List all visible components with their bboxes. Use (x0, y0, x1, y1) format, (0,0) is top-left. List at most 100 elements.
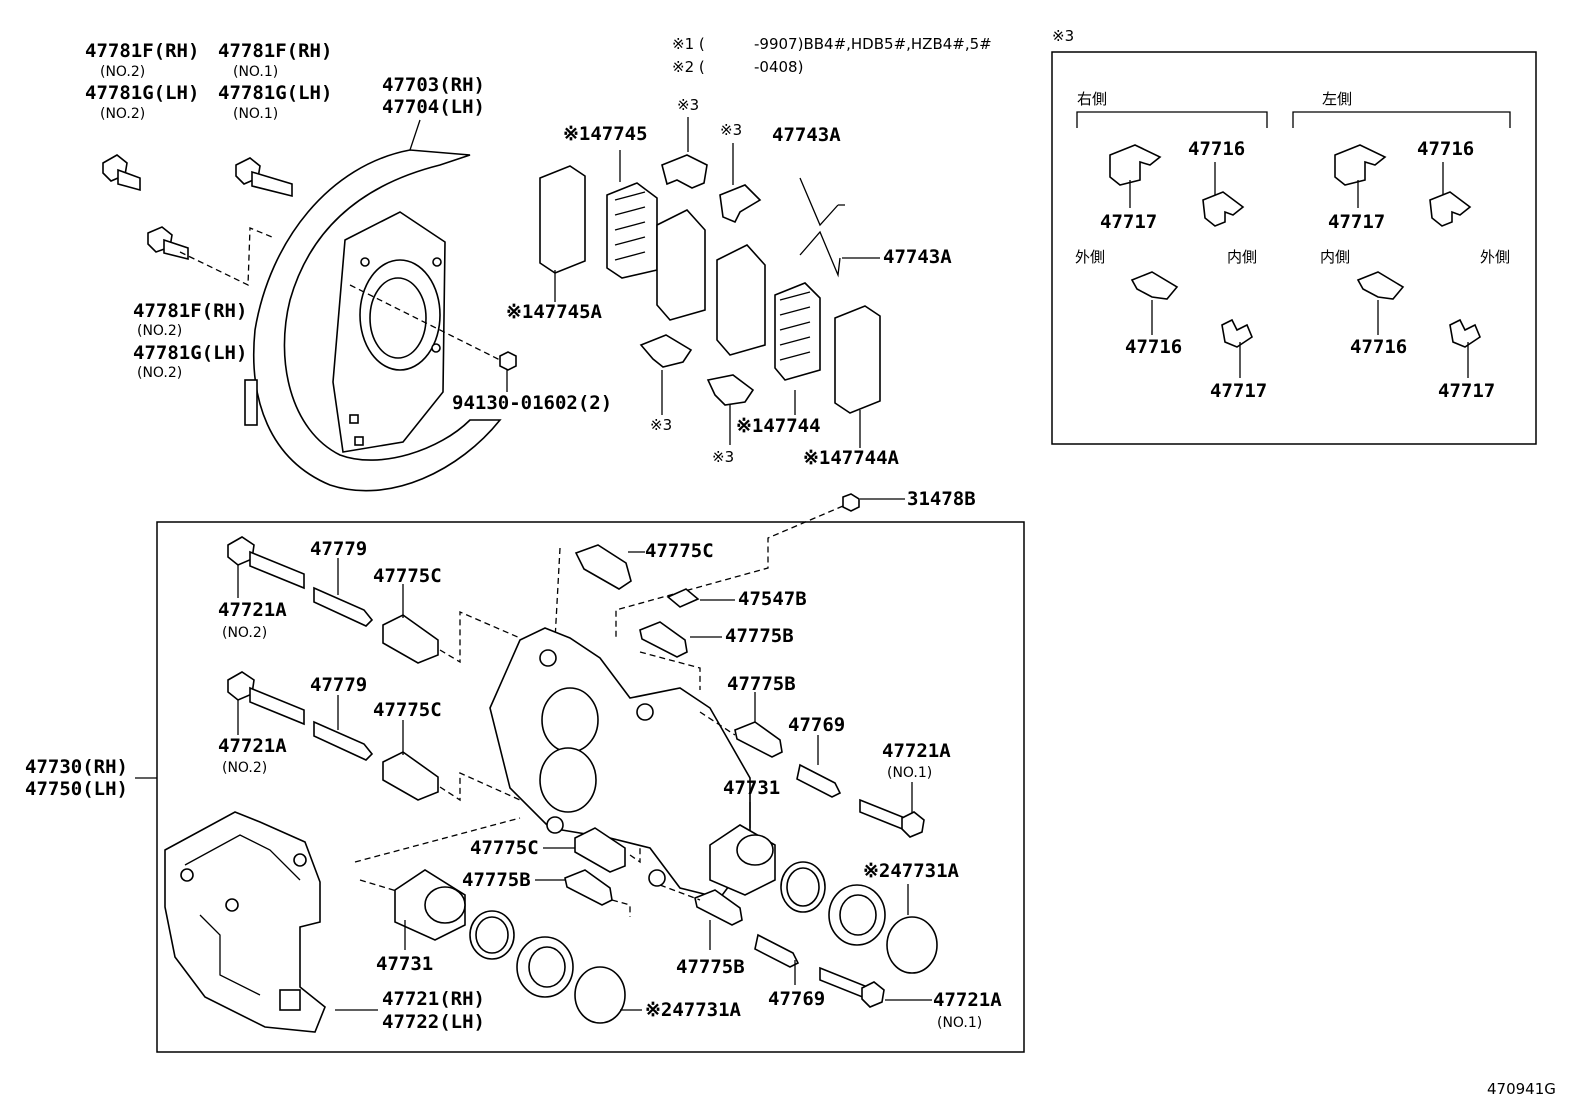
dust-boot-right[interactable] (828, 884, 886, 946)
label-94130-01602[interactable]: 94130-01602(2) (452, 392, 612, 414)
label-47744[interactable]: ※147744 (736, 415, 821, 437)
label-47779-a[interactable]: 47779 (310, 538, 367, 560)
brake-pad-47745[interactable] (606, 182, 658, 279)
clip-47717-lh-top[interactable] (1334, 144, 1387, 186)
label-47731-b[interactable]: 47731 (376, 953, 433, 975)
label-47781F-rh-no2[interactable]: 47781F(RH) (85, 40, 199, 62)
boot-47775C-c[interactable] (382, 751, 439, 801)
pad-clip-c[interactable] (639, 334, 693, 368)
label-47730-rh[interactable]: 47730(RH) (25, 756, 128, 778)
label-47775C-c[interactable]: 47775C (373, 699, 442, 721)
label-47731-a[interactable]: 47731 (723, 777, 780, 799)
inset-47717-b[interactable]: 47717 (1210, 380, 1267, 402)
anti-squeal-spring-upper[interactable] (799, 177, 845, 227)
bleeder-cap-31478B[interactable] (842, 493, 860, 512)
boot-47775B-a[interactable] (639, 621, 688, 658)
label-47703-rh[interactable]: 47703(RH) (382, 74, 485, 96)
label-47781G-lh-lower[interactable]: 47781G(LH) (133, 342, 247, 364)
brake-caliper-body[interactable] (489, 627, 751, 899)
piston-cover-left[interactable] (574, 966, 626, 1024)
disc-brake-dust-cover[interactable] (244, 149, 502, 492)
dust-boot-left[interactable] (516, 936, 574, 998)
boot-47775B-b[interactable] (734, 721, 783, 758)
label-47775B-b[interactable]: 47775B (727, 673, 796, 695)
label-47743A-lower[interactable]: 47743A (883, 246, 952, 268)
slide-pin-47779-upper[interactable] (313, 586, 374, 627)
boot-47775C-b[interactable] (574, 544, 632, 590)
caliper-torque-plate[interactable] (164, 811, 326, 1033)
label-47722-lh[interactable]: 47722(LH) (382, 1011, 485, 1033)
bleeder-plug-47547B[interactable] (666, 588, 700, 608)
piston-seal-left[interactable] (469, 910, 515, 960)
label-47781F-rh-no1[interactable]: 47781F(RH) (218, 40, 332, 62)
label-47769-a[interactable]: 47769 (788, 714, 845, 736)
inset-47716-c[interactable]: 47716 (1417, 138, 1474, 160)
clip-47716-rh-bottom[interactable] (1130, 271, 1179, 300)
label-47781G-lh-no2[interactable]: 47781G(LH) (85, 82, 199, 104)
label-47744A[interactable]: ※147744A (803, 447, 900, 469)
label-47775B-d[interactable]: 47775B (676, 956, 745, 978)
inset-47717-c[interactable]: 47717 (1328, 211, 1385, 233)
pad-shim-47745A[interactable] (539, 165, 586, 274)
boot-47775B-d[interactable] (694, 889, 743, 926)
bolt-47721A-no1-upper[interactable] (859, 798, 925, 838)
label-47721A-no1-a[interactable]: 47721A (882, 740, 951, 762)
label-31478B[interactable]: 31478B (907, 488, 976, 510)
brake-pad-inner-b[interactable] (716, 244, 766, 356)
bolt-47721A-upper[interactable] (227, 536, 305, 590)
pad-clip-a[interactable] (661, 154, 708, 189)
boot-47775C-a[interactable] (382, 614, 439, 664)
boot-47775C-d[interactable] (574, 827, 626, 873)
label-47721A-no1-b[interactable]: 47721A (933, 989, 1002, 1011)
piston-47731-right[interactable] (709, 824, 776, 896)
label-47721A-no2-b[interactable]: 47721A (218, 735, 287, 757)
inset-47716-a[interactable]: 47716 (1188, 138, 1245, 160)
label-47775B-a[interactable]: 47775B (725, 625, 794, 647)
label-47731A-right[interactable]: ※247731A (863, 860, 960, 882)
bolt-47781-lower[interactable] (147, 226, 189, 261)
clip-47717-rh-bottom[interactable] (1221, 318, 1253, 348)
slide-pin-47769-lower[interactable] (754, 933, 800, 968)
label-47775B-c[interactable]: 47775B (462, 869, 531, 891)
nut-94130[interactable] (499, 351, 517, 371)
clip-47716-lh-top[interactable] (1429, 191, 1472, 227)
label-47721-rh[interactable]: 47721(RH) (382, 988, 485, 1010)
piston-cover-right[interactable] (886, 916, 938, 974)
slide-pin-47769-upper[interactable] (796, 763, 842, 798)
label-47750-lh[interactable]: 47750(LH) (25, 778, 128, 800)
inset-47716-d[interactable]: 47716 (1350, 336, 1407, 358)
clip-47716-rh-top[interactable] (1202, 191, 1245, 227)
piston-47731-left[interactable] (394, 869, 466, 941)
label-47781G-lh-no1[interactable]: 47781G(LH) (218, 82, 332, 104)
label-47745A[interactable]: ※147745A (506, 301, 603, 323)
anti-squeal-spring-lower[interactable] (799, 230, 841, 278)
label-47731A-left[interactable]: ※247731A (645, 999, 742, 1021)
label-47775C-b[interactable]: 47775C (645, 540, 714, 562)
clip-47717-lh-bottom[interactable] (1449, 318, 1481, 348)
slide-pin-47779-lower[interactable] (313, 720, 374, 761)
piston-seal-right[interactable] (780, 861, 826, 913)
label-47547B[interactable]: 47547B (738, 588, 807, 610)
label-47743A-upper[interactable]: 47743A (772, 124, 841, 146)
boot-47775B-c[interactable] (564, 869, 613, 906)
clip-47716-lh-bottom[interactable] (1356, 271, 1405, 300)
label-47745[interactable]: ※147745 (563, 123, 648, 145)
label-47775C-d[interactable]: 47775C (470, 837, 539, 859)
label-47775C-a[interactable]: 47775C (373, 565, 442, 587)
label-47769-b[interactable]: 47769 (768, 988, 825, 1010)
bolt-47721A-no1-lower[interactable] (819, 966, 885, 1008)
pad-clip-d[interactable] (706, 374, 755, 406)
pad-shim-47744A[interactable] (834, 305, 881, 414)
label-47779-b[interactable]: 47779 (310, 674, 367, 696)
bolt-47781-no1[interactable] (235, 157, 293, 198)
inset-47717-a[interactable]: 47717 (1100, 211, 1157, 233)
label-47721A-no2-a[interactable]: 47721A (218, 599, 287, 621)
inset-47716-b[interactable]: 47716 (1125, 336, 1182, 358)
label-47704-lh[interactable]: 47704(LH) (382, 96, 485, 118)
bolt-47721A-lower[interactable] (227, 671, 305, 726)
clip-47717-rh-top[interactable] (1109, 144, 1162, 186)
label-47781F-rh-lower[interactable]: 47781F(RH) (133, 300, 247, 322)
brake-pad-47744[interactable] (774, 282, 821, 381)
bolt-47781-no2[interactable] (102, 154, 141, 192)
inset-47717-d[interactable]: 47717 (1438, 380, 1495, 402)
